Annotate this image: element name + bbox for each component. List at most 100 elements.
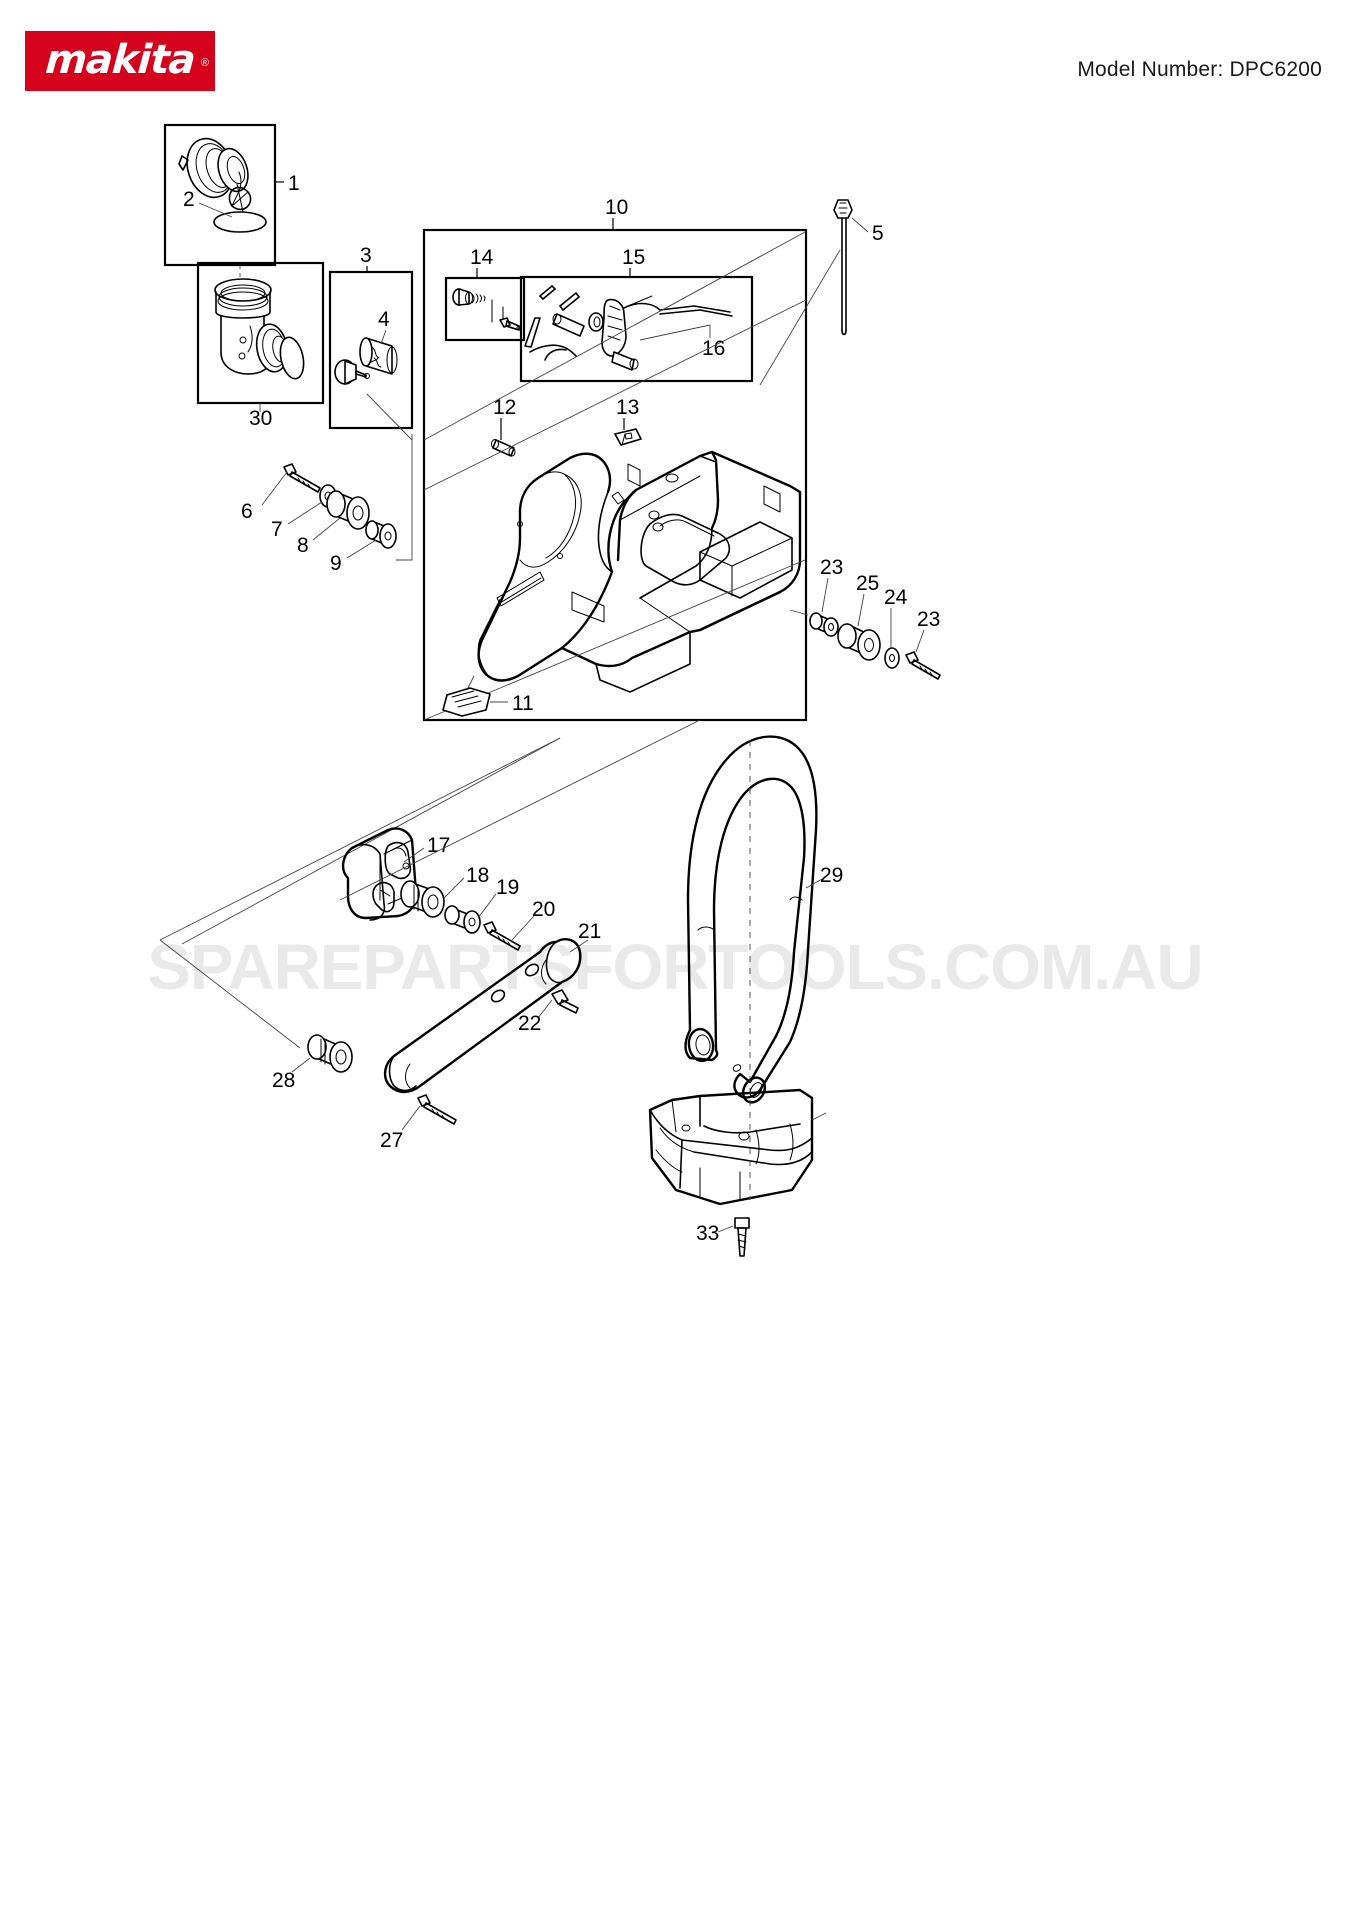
part-spacer-19 [444,905,481,934]
leader-32 [717,1225,734,1233]
part-cable-tie [833,199,853,336]
callout-1: 1 [288,172,300,195]
part-collar-26 [809,612,839,637]
part-throttle-lock-kit [452,288,522,331]
part-filler-neck [214,278,305,380]
part-hand-guard [648,1088,814,1206]
callout-28: 28 [272,1069,295,1092]
callout-17: 17 [427,834,450,857]
box-item-3 [328,270,414,430]
callout-13: 13 [616,396,639,419]
part-bolt-27 [417,1094,457,1125]
leader-3-link [366,393,413,441]
callout-32: 33 [696,1222,719,1245]
callout-10: 10 [605,196,628,219]
leader-33 [811,1112,827,1121]
callout-12: 12 [493,396,516,419]
callout-18: 18 [466,864,489,887]
leader-27 [401,1105,421,1131]
callout-16: 16 [702,337,725,360]
part-washer-24 [884,647,900,669]
part-throttle-trigger-kit [524,285,733,371]
part-screw-22 [551,989,579,1014]
leader-29 [805,877,825,889]
callout-26: 23 [820,556,843,579]
part-grip-pad [442,687,491,717]
part-collar-9 [365,520,397,549]
part-spring-pin [491,439,516,457]
part-bolt-6 [283,463,321,493]
part-handle-bracket [383,938,582,1094]
leader-26 [821,577,829,613]
leader-20 [511,915,535,941]
callout-19: 19 [496,876,519,899]
callout-9: 9 [330,552,342,575]
leader-2 [198,202,233,218]
model-number-label: Model Number: DPC6200 [1077,58,1322,81]
callout-27: 27 [380,1129,403,1152]
box-item-15 [519,275,754,383]
leader-9 [346,539,377,559]
callout-2: 2 [183,188,195,211]
box-item-30 [196,261,325,405]
part-front-handle-bar [684,735,818,1104]
box-item-1 [163,123,277,267]
callout-3: 3 [360,244,372,267]
box-item-14 [444,276,526,342]
callout-20: 20 [532,898,555,921]
leader-16 [639,324,711,341]
leader-23 [915,629,925,653]
part-rear-handle-housing [477,433,802,693]
callout-24: 24 [884,586,908,609]
leader-28-link [159,939,301,1049]
part-tapping-screw-32 [734,1217,750,1257]
part-damper-28 [307,1034,353,1073]
leader-6 [261,471,288,506]
part-fuel-filter [334,337,398,385]
assembly-line-clutch [339,719,701,901]
leader-25 [857,593,865,627]
leader-26-link [789,609,809,616]
leader-7 [287,501,323,525]
part-bolt-20 [483,921,521,951]
leader-21 [569,939,589,953]
callout-30: 30 [249,407,272,430]
box-item-10 [422,228,808,722]
part-lock-plate [614,428,642,446]
part-damper-25 [837,623,881,661]
callout-6: 6 [241,500,253,523]
callout-25: 25 [856,572,879,595]
callout-22: 22 [518,1012,541,1035]
part-bolt-23 [905,651,941,680]
leader-18 [443,877,465,899]
part-damper-8 [326,490,370,530]
registered-mark-icon: ® [200,57,209,69]
leader-4 [380,329,387,345]
callout-8: 8 [297,534,309,557]
leader-22 [537,999,553,1019]
callout-23: 23 [917,608,940,631]
callout-15: 15 [622,246,645,269]
assembly-line-bracket [159,737,561,941]
leader-28 [291,1057,311,1073]
callout-14: 14 [470,246,494,269]
leader-5 [851,217,869,233]
leader-housing-link-b [423,299,807,491]
callout-29: 29 [820,864,843,887]
callout-4: 4 [378,308,390,331]
bracket-6-9 [396,434,413,561]
makita-logo: makita ® [25,31,215,91]
leader-19 [477,893,497,919]
callout-11: 11 [512,692,534,715]
leader-17 [403,847,425,863]
leader-housing-link-d [181,737,561,945]
leader-housing-link-a [423,231,806,441]
leader-11-mark [467,675,475,689]
callout-7: 7 [271,518,283,541]
part-damper-18 [400,880,445,918]
part-cap-gasket [213,211,267,233]
callout-5: 5 [872,222,884,245]
callout-21: 21 [578,920,601,943]
leader-8 [312,517,341,541]
